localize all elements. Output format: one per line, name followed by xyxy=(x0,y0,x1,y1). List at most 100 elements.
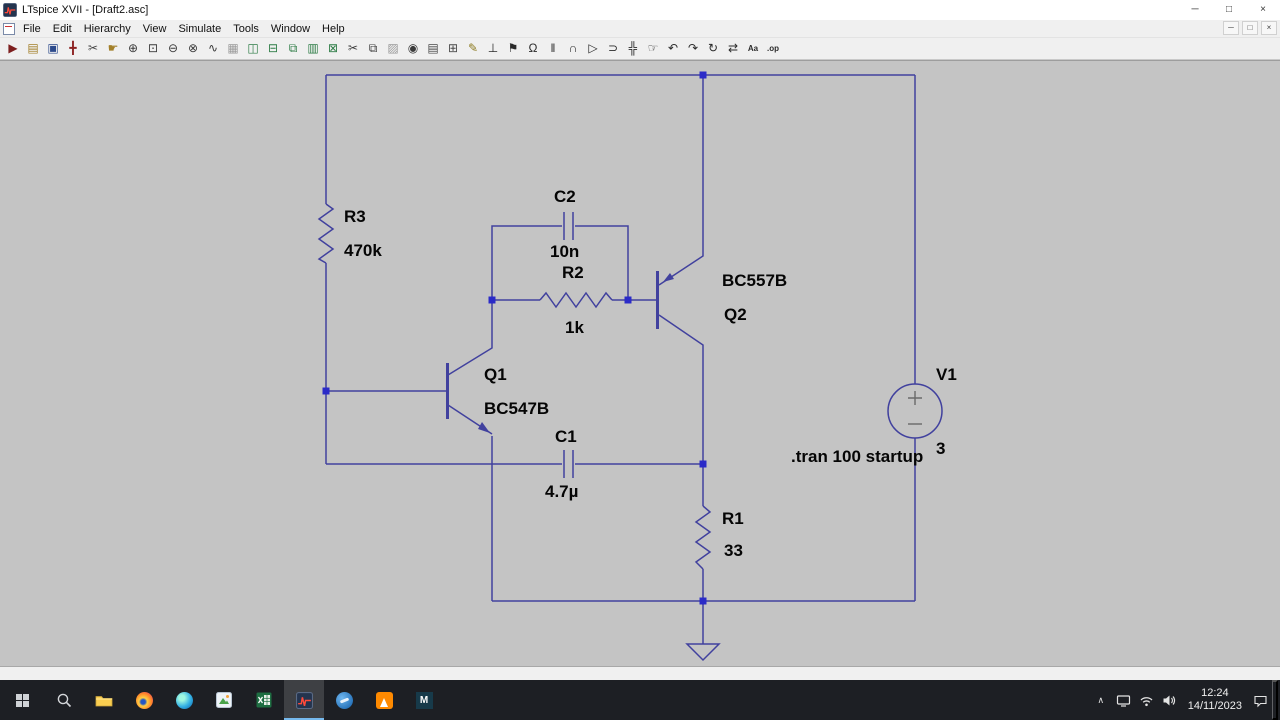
toolbar-mirror-button[interactable]: ⇄ xyxy=(723,39,743,58)
label-r2-ref[interactable]: R2 xyxy=(562,263,584,282)
show-desktop-button[interactable] xyxy=(1272,680,1278,720)
schematic-canvas[interactable]: R3 470k C2 10n R2 1k Q1 BC547B BC557B Q2… xyxy=(0,60,1280,666)
toolbar-drag-button[interactable]: ☞ xyxy=(643,39,663,58)
action-center-button[interactable] xyxy=(1249,680,1271,720)
label-r3-value[interactable]: 470k xyxy=(344,241,382,260)
waveform-icon: ∿ xyxy=(207,41,219,55)
resistor-icon: Ω xyxy=(528,41,538,55)
mdi-restore-button[interactable]: □ xyxy=(1242,21,1258,35)
label-c1-ref[interactable]: C1 xyxy=(555,427,577,446)
start-button[interactable] xyxy=(0,680,44,720)
text-icon: Aa xyxy=(747,44,759,53)
label-q1-value[interactable]: BC547B xyxy=(484,399,550,418)
toolbar-component-button[interactable]: ⊃ xyxy=(603,39,623,58)
label-r1-ref[interactable]: R1 xyxy=(722,509,744,528)
menu-window[interactable]: Window xyxy=(270,22,311,35)
toolbar-print-preview-button[interactable]: ⊞ xyxy=(443,39,463,58)
label-c1-value[interactable]: 4.7µ xyxy=(545,482,579,501)
toolbar-spice-directive-button[interactable]: .op xyxy=(763,39,783,58)
label-v1-value[interactable]: 3 xyxy=(936,439,946,458)
toolbar-rotate-button[interactable]: ↻ xyxy=(703,39,723,58)
toolbar-run-button[interactable]: ▶ xyxy=(3,39,23,58)
taskbar-vlc-button[interactable] xyxy=(364,680,404,720)
taskbar-clock[interactable]: 12:24 14/11/2023 xyxy=(1182,687,1248,713)
toolbar-resistor-button[interactable]: Ω xyxy=(523,39,543,58)
label-q1-ref[interactable]: Q1 xyxy=(484,365,507,384)
toolbar-control-panel-button[interactable]: ╋ xyxy=(63,39,83,58)
toolbar-save-button[interactable]: ▣ xyxy=(43,39,63,58)
menu-edit[interactable]: Edit xyxy=(52,22,72,35)
taskbar-edge-button[interactable] xyxy=(164,680,204,720)
toolbar-zoom-box-button[interactable]: ⊡ xyxy=(143,39,163,58)
label-r3-ref[interactable]: R3 xyxy=(344,207,366,226)
tray-network-button[interactable] xyxy=(1136,680,1158,720)
redo-icon: ↷ xyxy=(687,41,699,55)
spice-directive-text[interactable]: .tran 100 startup xyxy=(791,447,924,466)
toolbar-wire-button[interactable]: ✎ xyxy=(463,39,483,58)
mdi-minimize-button[interactable]: ─ xyxy=(1223,21,1239,35)
taskbar-search-button[interactable] xyxy=(44,680,84,720)
toolbar-net-label-button[interactable]: ⚑ xyxy=(503,39,523,58)
toolbar-arrange-button[interactable]: ▥ xyxy=(303,39,323,58)
toolbar-cascade-button[interactable]: ⧉ xyxy=(283,39,303,58)
toolbar-diode-button[interactable]: ▷ xyxy=(583,39,603,58)
label-r1-value[interactable]: 33 xyxy=(724,541,743,560)
toolbar-paste-button[interactable]: ▨ xyxy=(383,39,403,58)
toolbar-open-button[interactable]: ▤ xyxy=(23,39,43,58)
toolbar-zoom-out-button[interactable]: ⊖ xyxy=(163,39,183,58)
taskbar-photos-button[interactable] xyxy=(204,680,244,720)
menu-simulate[interactable]: Simulate xyxy=(178,22,222,35)
toolbar-move-button[interactable]: ╬ xyxy=(623,39,643,58)
print-preview-icon: ⊞ xyxy=(447,41,459,55)
label-c2-ref[interactable]: C2 xyxy=(554,187,576,206)
menu-view[interactable]: View xyxy=(142,22,167,35)
minimize-button[interactable]: ─ xyxy=(1178,0,1212,20)
toolbar-zoom-in-button[interactable]: ⊕ xyxy=(123,39,143,58)
toolbar-ground-button[interactable]: ⊥ xyxy=(483,39,503,58)
tray-volume-button[interactable] xyxy=(1159,680,1181,720)
toolbar-tile-vertical-button[interactable]: ◫ xyxy=(243,39,263,58)
tray-display-button[interactable] xyxy=(1113,680,1135,720)
toolbar-capacitor-button[interactable]: ‖ xyxy=(543,39,563,58)
toolbar-print-button[interactable]: ▤ xyxy=(423,39,443,58)
label-c2-value[interactable]: 10n xyxy=(550,242,580,261)
toolbar-find-button[interactable]: ◉ xyxy=(403,39,423,58)
toolbar-undo-button[interactable]: ↶ xyxy=(663,39,683,58)
menu-hierarchy[interactable]: Hierarchy xyxy=(83,22,131,35)
toolbar-redo-button[interactable]: ↷ xyxy=(683,39,703,58)
toolbar-cut-button[interactable]: ✂ xyxy=(343,39,363,58)
menu-help[interactable]: Help xyxy=(322,22,345,35)
toolbar-inductor-button[interactable]: ∩ xyxy=(563,39,583,58)
app-m-icon: M xyxy=(415,691,433,709)
menu-tools[interactable]: Tools xyxy=(233,22,259,35)
label-q2-ref[interactable]: Q2 xyxy=(724,305,747,324)
menu-file[interactable]: File xyxy=(23,22,41,35)
maximize-button[interactable]: □ xyxy=(1212,0,1246,20)
taskbar-firefox-button[interactable] xyxy=(124,680,164,720)
hidden-icons-chevron[interactable]: ∧ xyxy=(1090,680,1112,720)
taskbar-thunderbird-button[interactable] xyxy=(324,680,364,720)
toolbar-pan-button[interactable]: ☛ xyxy=(103,39,123,58)
toolbar-autoscale-button[interactable]: ∿ xyxy=(203,39,223,58)
document-icon[interactable] xyxy=(3,22,15,35)
taskbar-app-m-button[interactable]: M xyxy=(404,680,444,720)
taskbar-ltspice-button[interactable] xyxy=(284,680,324,720)
toolbar-text-button[interactable]: Aa xyxy=(743,39,763,58)
taskbar-file-explorer-button[interactable] xyxy=(84,680,124,720)
toolbar-close-pane-button[interactable]: ⊠ xyxy=(323,39,343,58)
toolbar-plot-settings-button[interactable]: ▦ xyxy=(223,39,243,58)
toolbar-copy-button[interactable]: ⧉ xyxy=(363,39,383,58)
toolbar-cut-tool-button[interactable]: ✂ xyxy=(83,39,103,58)
taskbar-spreadsheet-button[interactable] xyxy=(244,680,284,720)
label-v1-ref[interactable]: V1 xyxy=(936,365,957,384)
toolbar-tile-horizontal-button[interactable]: ⊟ xyxy=(263,39,283,58)
label-q2-value[interactable]: BC557B xyxy=(722,271,788,290)
window-title: LTspice XVII - [Draft2.asc] xyxy=(22,4,149,16)
arrange-icon: ▥ xyxy=(307,41,319,55)
toolbar-zoom-full-button[interactable]: ⊗ xyxy=(183,39,203,58)
close-button[interactable]: × xyxy=(1246,0,1280,20)
action-center-icon xyxy=(1253,695,1267,707)
ltspice-app-icon xyxy=(3,3,17,17)
mdi-close-button[interactable]: × xyxy=(1261,21,1277,35)
label-r2-value[interactable]: 1k xyxy=(565,318,584,337)
